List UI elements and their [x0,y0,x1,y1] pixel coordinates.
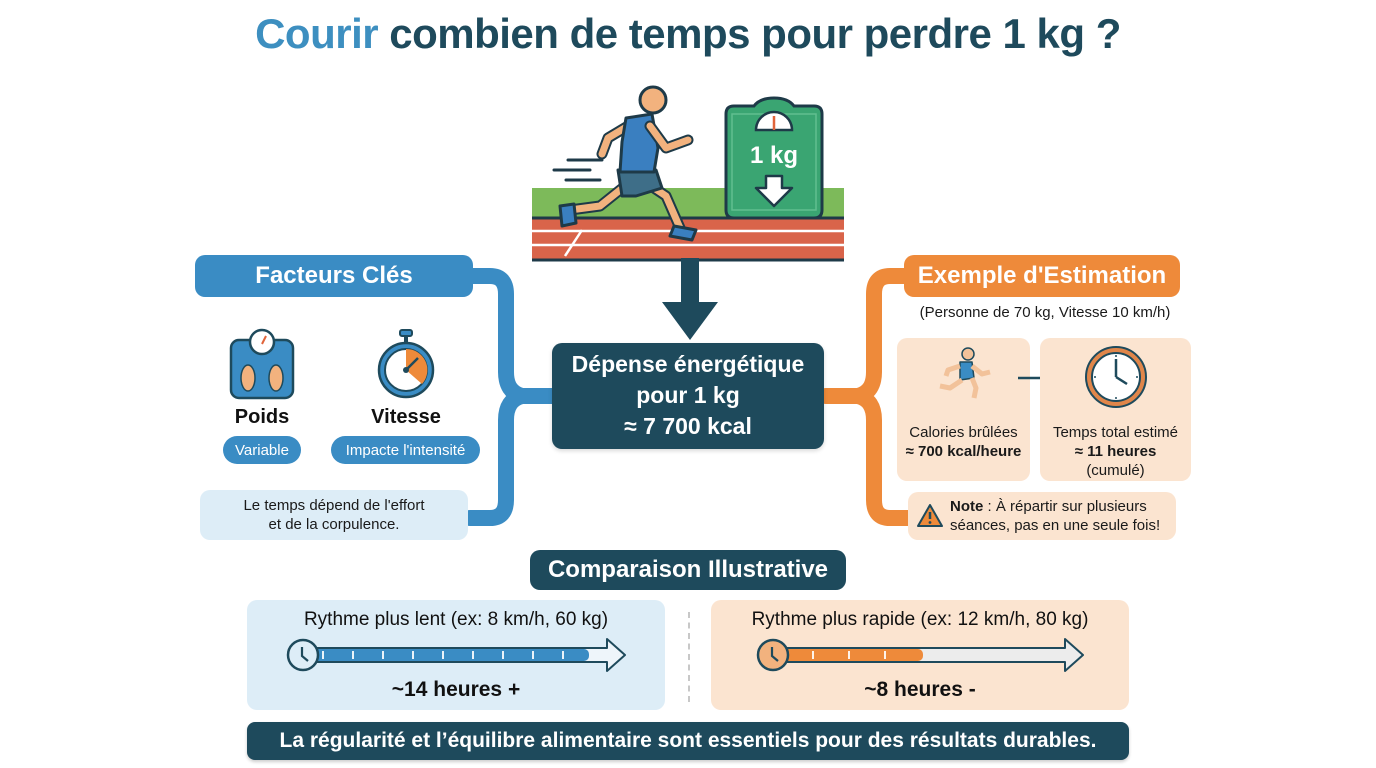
factors-note-line1: Le temps dépend de l'effort [243,497,425,514]
fast-result: ~8 heures - [864,678,976,701]
clock-icon [1084,346,1147,408]
calories-card: Calories brûlées ≈ 700 kcal/heure [897,338,1030,481]
scale-label: 1 kg [749,142,799,169]
center-line1: Dépense énergétique [571,351,805,377]
comparison-divider [688,612,690,702]
estimation-note: Note : À répartir sur plusieurs séances,… [908,492,1176,540]
title-rest: combien de temps pour perdre 1 kg ? [378,10,1121,57]
comparison-header: Comparaison Illustrative [530,550,846,590]
page-title: Courir combien de temps pour perdre 1 kg… [0,10,1376,58]
center-line3: ≈ 7 700 kcal [624,413,752,439]
calories-label: Calories brûlées [909,424,1018,441]
factor-tag-variable: Variable [223,436,301,464]
calories-value: ≈ 700 kcal/heure [905,443,1022,460]
title-accent: Courir [255,10,379,57]
comparison-slow-panel: Rythme plus lent (ex: 8 km/h, 60 kg) ~14… [247,600,665,710]
scale-1kg-icon [724,96,824,220]
factors-header: Facteurs Clés [195,255,473,297]
estimation-header: Exemple d'Estimation [904,255,1180,297]
fast-timeline-arrow [756,638,1084,672]
slow-result: ~14 heures + [391,678,521,701]
center-line2: pour 1 kg [636,382,740,408]
time-extra: (cumulé) [1086,462,1145,479]
factors-note: Le temps dépend de l'effort et de la cor… [200,490,468,540]
left-bracket-connector [460,268,560,526]
factor-label-poids: Poids [234,406,290,428]
factor-label-vitesse: Vitesse [371,406,441,428]
estimation-subtitle: (Personne de 70 kg, Vitesse 10 km/h) [919,304,1171,321]
slow-timeline-arrow [286,638,626,672]
runner-track-illustration [532,85,844,262]
runner-icon [939,347,991,399]
note-bold: Note [950,498,984,515]
factors-note-line2: et de la corpulence. [268,516,400,533]
time-card: Temps total estimé ≈ 11 heures (cumulé) [1040,338,1191,481]
slow-title: Rythme plus lent (ex: 8 km/h, 60 kg) [303,609,609,630]
note-line2: séances, pas en une seule fois! [950,517,1161,534]
warning-icon [917,504,943,527]
factor-tag-intensity: Impacte l'intensité [331,436,480,464]
fast-title: Rythme plus rapide (ex: 12 km/h, 80 kg) [751,609,1089,630]
energy-expenditure-box: Dépense énergétique pour 1 kg ≈ 7 700 kc… [552,343,824,449]
down-arrow-icon [662,258,718,340]
comparison-fast-panel: Rythme plus rapide (ex: 12 km/h, 80 kg) … [711,600,1129,710]
time-label: Temps total estimé [1052,424,1179,441]
time-value: ≈ 11 heures [1074,443,1157,460]
note-line1: : À répartir sur plusieurs [983,498,1147,515]
scale-feet-icon [229,328,295,400]
stopwatch-icon [377,329,435,399]
footer-banner: La régularité et l’équilibre alimentaire… [247,722,1129,760]
hero-illustration: 1 kg [530,78,850,268]
